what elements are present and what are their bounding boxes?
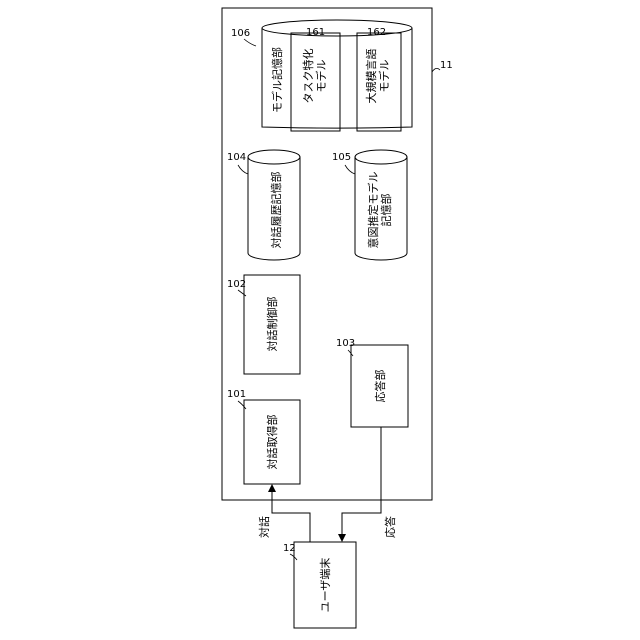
dialogue-acquisition-leader [238,401,246,409]
system-ref-leader [432,68,440,72]
response-unit-ref: 103 [336,338,355,349]
dialogue-edge-label: 対話 [257,516,271,538]
user-terminal-ref: 12 [283,543,296,554]
history-storage: 対話履歴記憶部 [248,150,300,260]
response-unit-label: 応答部 [373,370,387,403]
intent-storage-label-line2: 記憶部 [379,194,393,227]
large-lm-label-line1: 大規模言語 [364,49,378,104]
task-model-label-line1: タスク特化 [301,49,315,104]
dialogue-acquisition-label: 対話取得部 [265,415,279,470]
model-storage-label: モデル記憶部 [270,47,284,113]
history-storage-label: 対話履歴記憶部 [269,172,283,249]
response-edge-label: 応答 [383,516,397,538]
dialogue-arrow [272,488,310,542]
history-storage-leader [238,165,248,174]
large-lm-label-line2: モデル [377,60,391,93]
model-storage-ref: 106 [231,28,250,39]
intent-storage-ref: 105 [332,152,351,163]
system-ref: 11 [440,60,453,71]
response-arrow [342,427,381,538]
task-model-ref: 161 [306,27,325,38]
intent-storage: 意図推定モデル 記憶部 [355,150,407,260]
user-terminal-label: ユーザ端末 [318,558,332,613]
intent-storage-leader [345,165,355,174]
dialogue-control-ref: 102 [227,279,246,290]
dialogue-control-label: 対話制御部 [265,297,279,352]
history-storage-ref: 104 [227,152,246,163]
dialogue-acquisition-ref: 101 [227,389,246,400]
intent-storage-label-line1: 意図推定モデル [366,172,380,249]
dialogue-control-leader [238,290,246,296]
model-storage-leader [244,39,256,46]
large-lm-ref: 162 [367,27,386,38]
task-model-label-line2: モデル [314,60,328,93]
